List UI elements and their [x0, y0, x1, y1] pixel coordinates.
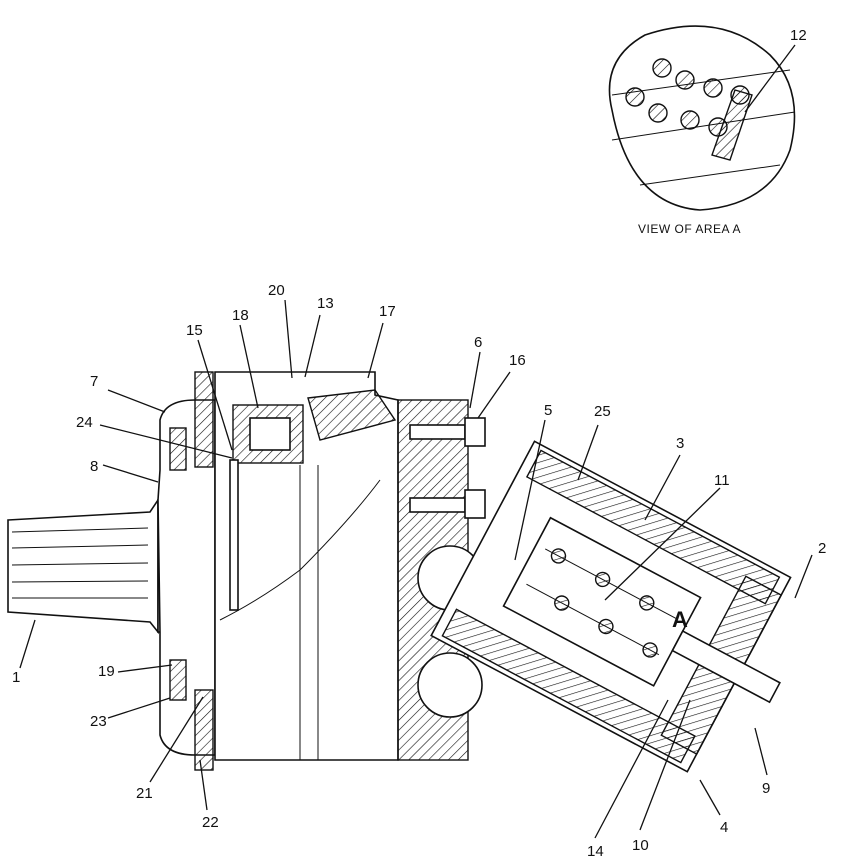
- callout-9: 9: [762, 780, 770, 797]
- callout-24: 24: [76, 414, 93, 431]
- callout-3: 3: [676, 435, 684, 452]
- inset-retainer: [711, 89, 753, 161]
- callout-11: 11: [714, 472, 730, 489]
- center-block: [397, 399, 483, 761]
- callout-25: 25: [594, 403, 611, 420]
- callout-23: 23: [90, 713, 107, 730]
- callout-20: 20: [268, 282, 285, 299]
- adjust-rod: [671, 630, 781, 704]
- leader-lines: [19, 44, 813, 839]
- callout-21: 21: [136, 785, 153, 802]
- callout-17: 17: [379, 303, 396, 320]
- callout-5: 5: [544, 402, 552, 419]
- callout-22: 22: [202, 814, 219, 831]
- callout-8: 8: [90, 458, 98, 475]
- callout-19: 19: [98, 663, 115, 680]
- inset-view-area-a: VIEW OF AREA A: [608, 25, 796, 236]
- callout-18: 18: [232, 307, 249, 324]
- inset-caption: VIEW OF AREA A: [638, 222, 741, 236]
- area-a-marker: A: [672, 607, 688, 632]
- callout-6: 6: [474, 334, 482, 351]
- callout-4: 4: [720, 819, 728, 836]
- callout-7: 7: [90, 373, 98, 390]
- callout-12: 12: [790, 27, 807, 44]
- housing-body: [214, 371, 399, 761]
- tapered-bearing: [307, 389, 397, 441]
- front-flange: [157, 371, 216, 771]
- main-assembly: [7, 371, 792, 773]
- callout-10: 10: [632, 837, 649, 854]
- callout-numbers: 1 2 3 4 5 6 7 8 9 10 11 12 13 14 15 16 1…: [12, 27, 826, 860]
- callout-2: 2: [818, 540, 826, 557]
- piston-ball-lower: [417, 652, 483, 718]
- bolts: [464, 417, 486, 519]
- callout-16: 16: [509, 352, 526, 369]
- callout-13: 13: [317, 295, 334, 312]
- callout-14: 14: [587, 843, 604, 860]
- spring-coils: [550, 548, 658, 658]
- callout-15: 15: [186, 322, 203, 339]
- bearing-roller: [249, 417, 291, 451]
- cylinder-barrel-housing: [430, 440, 792, 773]
- callout-1: 1: [12, 669, 20, 686]
